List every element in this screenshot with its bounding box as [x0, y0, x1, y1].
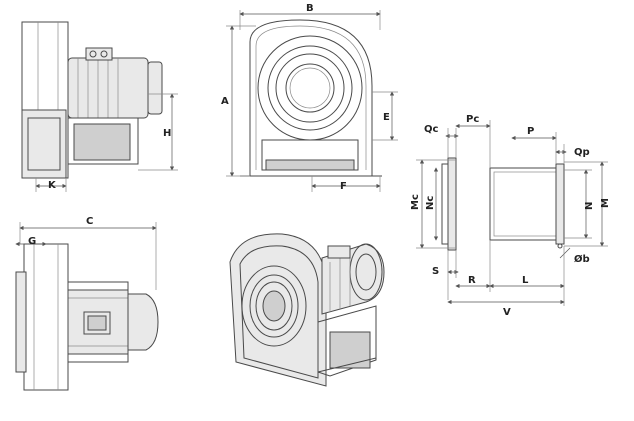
top-view [15, 222, 159, 391]
dim-label-Nc: Nc [425, 196, 436, 210]
dim-label-S: S [432, 266, 439, 277]
dim-label-A: A [221, 96, 229, 107]
front-view [226, 10, 398, 192]
dim-label-Mc: Mc [410, 194, 421, 210]
dim-label-K: K [48, 180, 57, 191]
isometric-view [229, 233, 385, 387]
side-view [21, 21, 178, 192]
dim-label-Pc: Pc [466, 114, 479, 125]
dim-label-C: C [86, 216, 93, 227]
dim-label-Qp: Qp [574, 147, 590, 158]
dim-label-E: E [383, 112, 390, 123]
dim-label-L: L [522, 275, 529, 286]
dim-label-Qc: Qc [424, 124, 439, 135]
dim-label-V: V [503, 307, 511, 318]
dim-label-Ob: Øb [574, 253, 590, 265]
dim-label-M: M [600, 198, 611, 208]
dim-label-G: G [28, 236, 36, 247]
dim-label-R: R [468, 275, 476, 286]
outlet-flange-view [416, 120, 608, 306]
dim-label-N: N [584, 202, 595, 210]
dim-label-B: B [306, 3, 314, 14]
dim-label-P: P [527, 126, 534, 137]
dim-label-F: F [340, 181, 347, 192]
dim-label-H: H [163, 128, 171, 139]
